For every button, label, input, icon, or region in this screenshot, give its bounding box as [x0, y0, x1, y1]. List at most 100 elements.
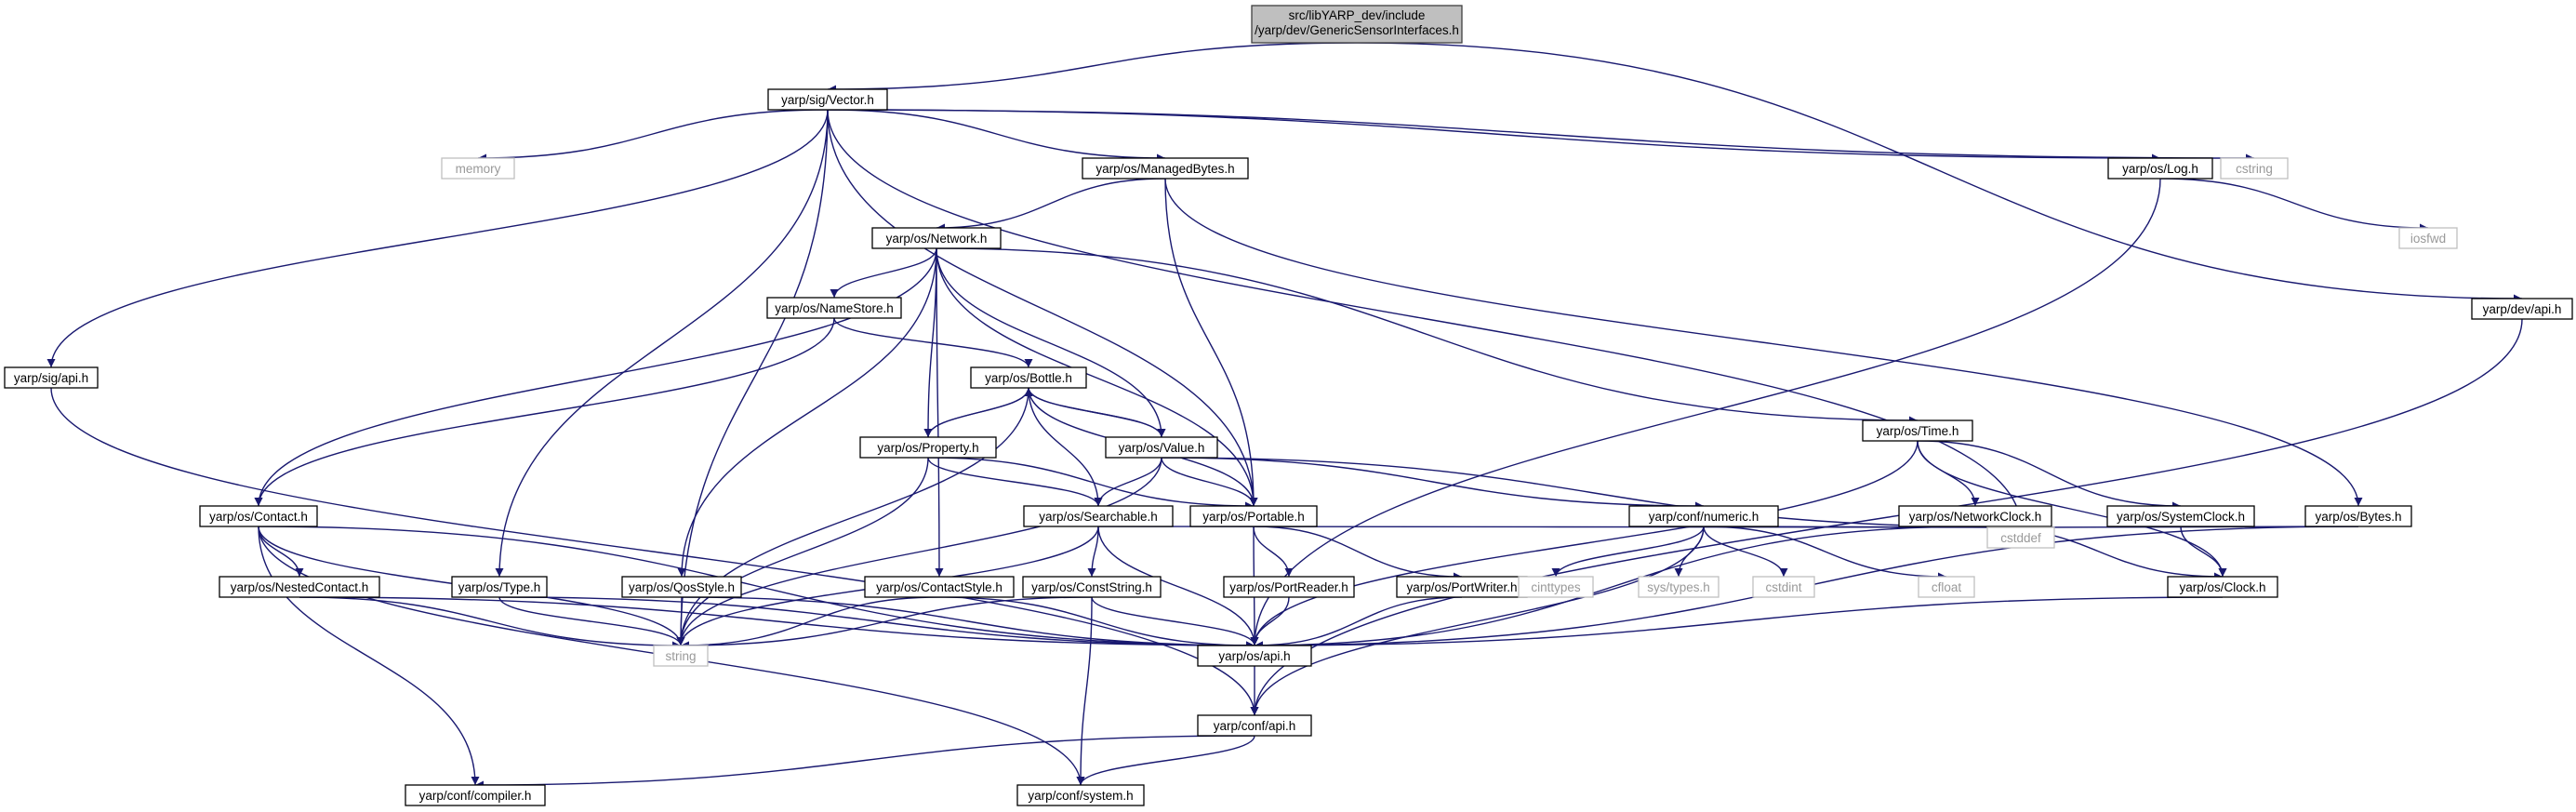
node-box [4, 366, 99, 389]
edge-network-to-time [936, 247, 1919, 425]
node-label: yarp/os/PortWriter.h [1406, 580, 1517, 594]
node-vector[interactable]: yarp/sig/Vector.h [767, 88, 888, 111]
edge-numeric-to-confapi [1250, 526, 1705, 716]
edge-time-to-osapi [1250, 440, 1919, 646]
node-label: cinttypes [1531, 580, 1581, 594]
node-label: yarp/os/NetworkClock.h [1909, 510, 2042, 524]
edge-time-to-clock [1917, 440, 2227, 578]
edge-type-to-string [498, 596, 685, 646]
node-label: src/libYARP_dev/include [1289, 8, 1426, 22]
edge-managedbytes-to-network [936, 178, 1166, 233]
node-namestore[interactable]: yarp/os/NameStore.h [766, 297, 902, 319]
node-box [1016, 784, 1145, 806]
edge-vector-to-string [676, 109, 829, 646]
node-networkclock[interactable]: yarp/os/NetworkClock.h [1898, 505, 2052, 527]
edge-value-to-cstddef [1161, 457, 2022, 532]
edge-devapi-to-confapi [1250, 318, 2523, 716]
node-box [1082, 157, 1249, 180]
edge-conststring-to-system [1076, 596, 1093, 786]
node-value[interactable]: yarp/os/Value.h [1105, 436, 1218, 459]
node-box [1223, 576, 1355, 598]
edge-namestore-to-bottle [833, 317, 1033, 368]
node-box [1023, 505, 1174, 527]
node-numeric[interactable]: yarp/conf/numeric.h [1628, 505, 1779, 527]
edge-conststring-to-osapi [1091, 596, 1259, 646]
node-label: cstring [2236, 162, 2273, 176]
node-qosstyle[interactable]: yarp/os/QosStyle.h [621, 576, 742, 598]
node-label: yarp/os/Bottle.h [985, 371, 1072, 385]
edge-vector-to-cstring [827, 109, 2255, 163]
node-label: cstdint [1765, 580, 1801, 594]
node-label: yarp/conf/numeric.h [1649, 510, 1759, 524]
edge-contact-to-compiler [258, 526, 480, 786]
node-label: string [665, 649, 696, 663]
node-box [1105, 436, 1218, 459]
edge-network-to-value [936, 247, 1166, 438]
edge-portwriter-to-osapi [1254, 596, 1463, 650]
node-box [1022, 576, 1162, 598]
node-box [859, 436, 997, 459]
node-network[interactable]: yarp/os/Network.h [871, 227, 1002, 249]
node-osapi[interactable]: yarp/os/api.h [1197, 645, 1312, 667]
node-portable[interactable]: yarp/os/Portable.h [1189, 505, 1318, 527]
node-box [2471, 298, 2573, 320]
node-confapi[interactable]: yarp/conf/api.h [1197, 714, 1312, 737]
node-box [970, 366, 1087, 389]
node-box [1986, 526, 2055, 549]
node-conststring[interactable]: yarp/os/ConstString.h [1022, 576, 1162, 598]
node-contactstyle[interactable]: yarp/os/ContactStyle.h [864, 576, 1015, 598]
edge-network-to-contactstyle [935, 247, 944, 578]
edge-numeric-to-cfloat [1703, 526, 1947, 581]
node-contact[interactable]: yarp/os/Contact.h [199, 505, 318, 527]
node-box [2398, 227, 2458, 249]
edge-bottle-to-string [676, 387, 1029, 646]
node-box [766, 297, 902, 319]
node-searchable[interactable]: yarp/os/Searchable.h [1023, 505, 1174, 527]
node-layer: src/libYARP_dev/include/yarp/dev/Generic… [4, 5, 2573, 806]
node-box [199, 505, 318, 527]
node-portreader[interactable]: yarp/os/PortReader.h [1223, 576, 1355, 598]
edge-vector-to-managedbytes [827, 109, 1166, 163]
node-box [767, 88, 888, 111]
node-label: yarp/os/Time.h [1877, 424, 1959, 438]
node-box [1251, 5, 1463, 44]
node-root[interactable]: src/libYARP_dev/include/yarp/dev/Generic… [1251, 5, 1463, 44]
node-label: yarp/sig/Vector.h [781, 93, 874, 107]
node-systemclock[interactable]: yarp/os/SystemClock.h [2106, 505, 2255, 527]
node-devapi[interactable]: yarp/dev/api.h [2471, 298, 2573, 320]
node-bytes[interactable]: yarp/os/Bytes.h [2304, 505, 2412, 527]
node-label: yarp/conf/compiler.h [419, 789, 532, 803]
edge-namestore-to-contact [254, 317, 835, 507]
edge-contactstyle-to-string [680, 596, 940, 650]
edge-property-to-portable [927, 457, 1255, 511]
node-box [441, 157, 515, 180]
node-system[interactable]: yarp/conf/system.h [1016, 784, 1145, 806]
node-label: yarp/os/Clock.h [2179, 580, 2265, 594]
node-managedbytes[interactable]: yarp/os/ManagedBytes.h [1082, 157, 1249, 180]
edge-network-to-namestore [830, 247, 937, 299]
node-label: yarp/dev/api.h [2483, 302, 2562, 316]
node-bottle[interactable]: yarp/os/Bottle.h [970, 366, 1087, 389]
node-box [219, 576, 380, 598]
node-property[interactable]: yarp/os/Property.h [859, 436, 997, 459]
node-log[interactable]: yarp/os/Log.h [2107, 157, 2213, 180]
node-type[interactable]: yarp/os/Type.h [451, 576, 548, 598]
node-portwriter[interactable]: yarp/os/PortWriter.h [1396, 576, 1528, 598]
node-compiler[interactable]: yarp/conf/compiler.h [405, 784, 546, 806]
node-box [1197, 645, 1312, 667]
edge-value-to-bottle [1024, 387, 1162, 438]
node-label: yarp/os/Contact.h [209, 510, 308, 524]
node-memory: memory [441, 157, 515, 180]
edge-vector-to-memory [477, 109, 829, 163]
node-sigapi[interactable]: yarp/sig/api.h [4, 366, 99, 389]
node-nestedcontact[interactable]: yarp/os/NestedContact.h [219, 576, 380, 598]
edge-conststring-to-string [680, 596, 1093, 650]
node-label: yarp/os/Type.h [458, 580, 541, 594]
node-clock[interactable]: yarp/os/Clock.h [2167, 576, 2278, 598]
edge-managedbytes-to-bytes [1164, 178, 2363, 507]
node-time[interactable]: yarp/os/Time.h [1862, 419, 1973, 442]
edge-network-to-contact [254, 247, 937, 507]
edge-numeric-to-cstdint [1703, 526, 1788, 578]
node-box [621, 576, 742, 598]
